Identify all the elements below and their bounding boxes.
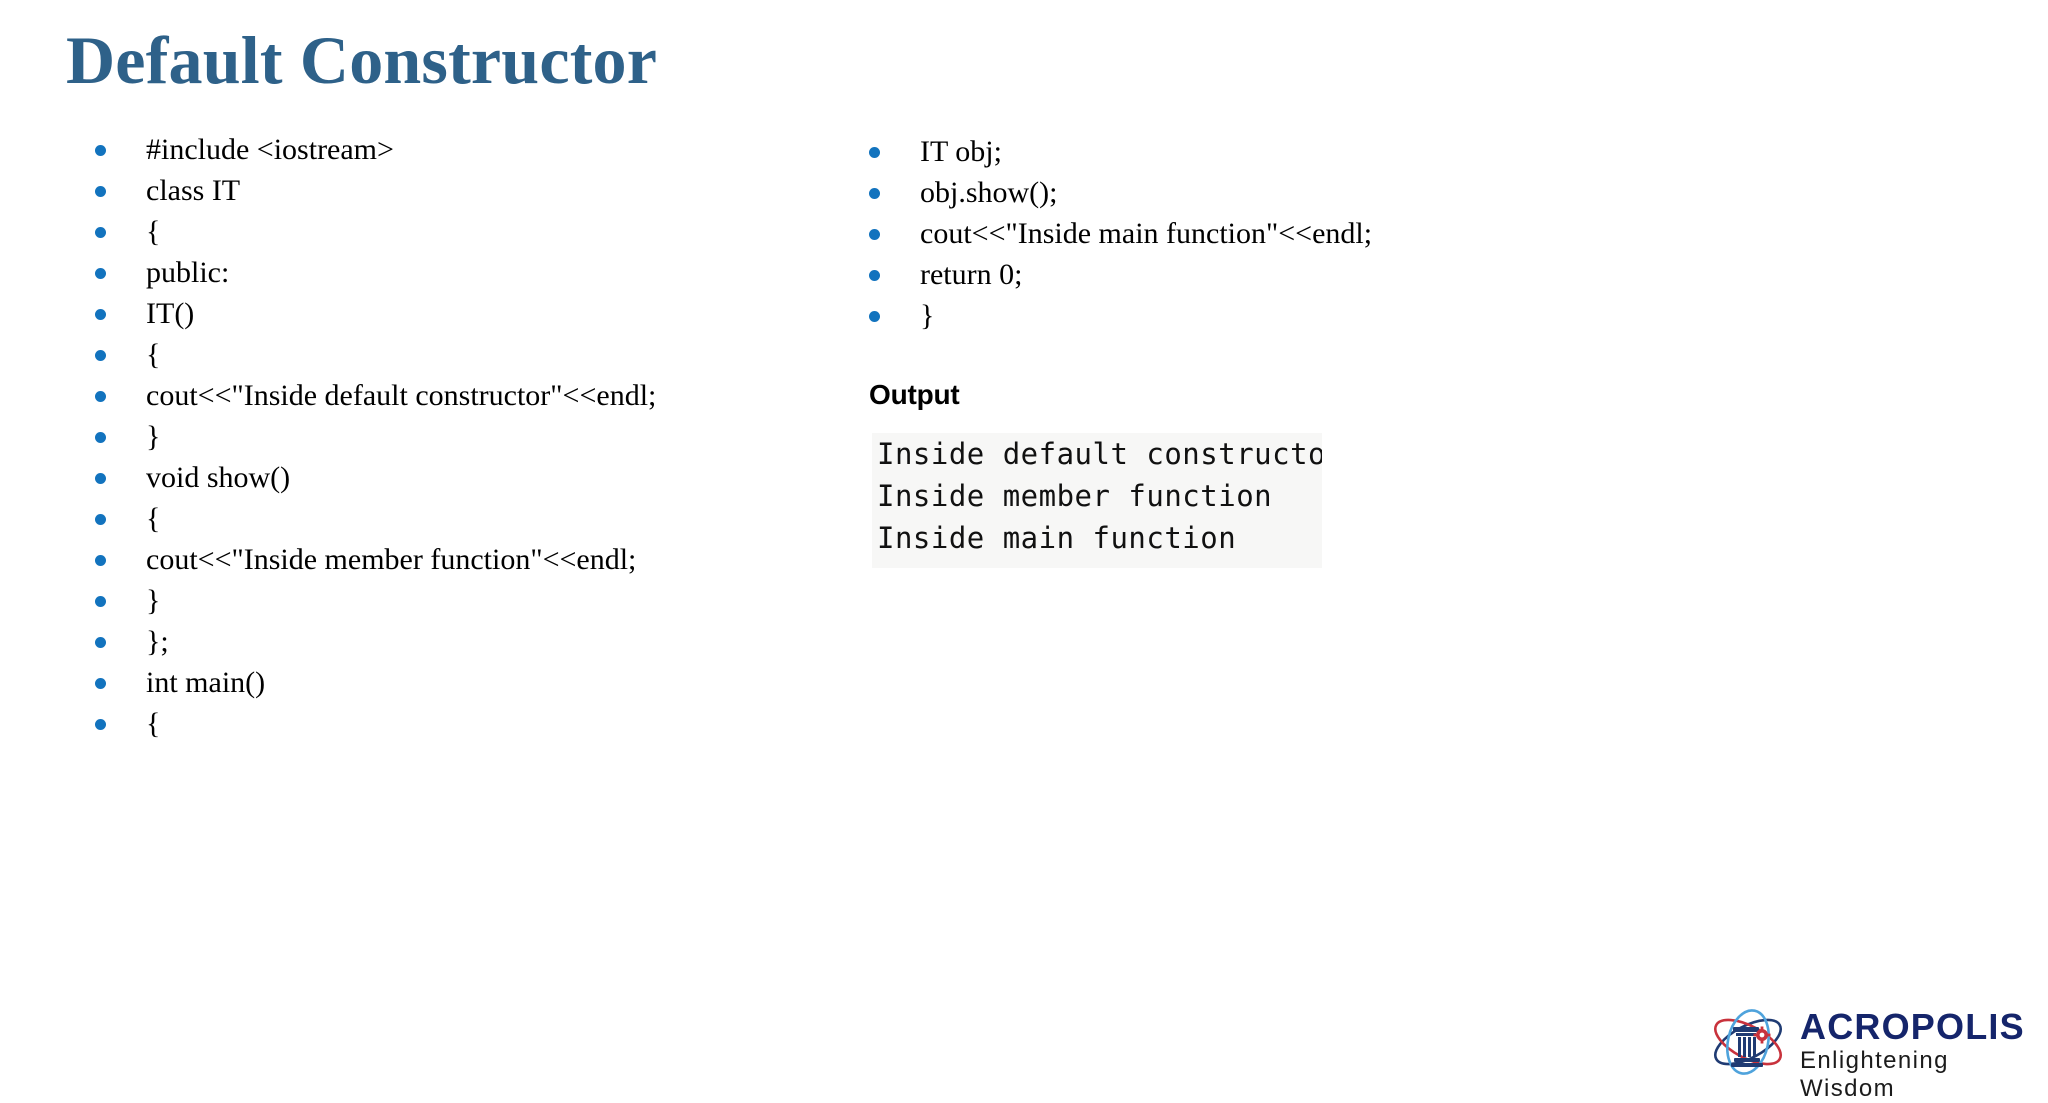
list-item: cout<<"Inside member function"<<endl; [88,539,848,580]
code-line-text: { [146,338,161,371]
code-line-text: { [146,707,161,740]
output-line: Inside member function [877,479,1273,513]
code-line-text: return 0; [920,258,1023,291]
list-item: return 0; [862,254,1622,295]
brand-name: ACROPOLIS [1800,1006,2025,1047]
output-section-label: Output [869,379,960,410]
bullet-dot-icon [95,390,106,402]
bullet-dot-icon [869,187,880,199]
bullet-dot-icon [869,228,880,240]
acropolis-orbit-column-icon [1714,1009,1782,1075]
code-line-text: cout<<"Inside member function"<<endl; [146,543,637,576]
code-line-text: } [920,299,935,332]
bullet-dot-icon [869,269,880,281]
bullet-dot-icon [95,267,106,279]
code-line-text: public: [146,256,230,289]
code-line-text: }; [146,625,169,658]
list-item: public: [88,252,848,293]
code-line-text: } [146,584,161,617]
list-item: { [88,211,848,252]
acropolis-wordmark: ACROPOLIS Enlightening Wisdom [1800,1008,2040,1103]
code-line-text: void show() [146,461,291,494]
bullet-dot-icon [95,718,106,730]
list-item: { [88,703,848,744]
code-line-text: IT obj; [920,135,1002,168]
bullet-dot-icon [95,554,106,566]
code-line-text: IT() [146,297,195,330]
bullet-dot-icon [95,144,106,156]
code-line-text: class IT [146,174,241,207]
list-item: #include <iostream> [88,129,848,170]
list-item: } [862,295,1622,336]
list-item: int main() [88,662,848,703]
bullet-dot-icon [869,310,880,322]
list-item: IT obj; [862,131,1622,172]
brand-tagline: Enlightening Wisdom [1800,1047,1949,1102]
list-item: cout<<"Inside default constructor"<<endl… [88,375,848,416]
list-item: { [88,498,848,539]
list-item: IT() [88,293,848,334]
output-line: Inside main function [877,521,1237,555]
page-title: Default Constructor [66,22,658,98]
code-line-text: #include <iostream> [146,133,394,166]
code-line-text: } [146,420,161,453]
bullet-dot-icon [95,308,106,320]
output-line: Inside default constructor [877,437,1322,471]
code-list-right: IT obj; obj.show(); cout<<"Inside main f… [862,131,1622,336]
code-line-text: cout<<"Inside default constructor"<<endl… [146,379,657,412]
bullet-dot-icon [95,513,106,525]
bullet-dot-icon [869,146,880,158]
code-line-text: cout<<"Inside main function"<<endl; [920,217,1373,250]
list-item: obj.show(); [862,172,1622,213]
list-item: cout<<"Inside main function"<<endl; [862,213,1622,254]
list-item: } [88,580,848,621]
code-line-text: obj.show(); [920,176,1058,209]
output-console-block: Inside default constructor Inside member… [872,433,1322,568]
bullet-dot-icon [95,349,106,361]
acropolis-logo: ACROPOLIS Enlightening Wisdom [1700,1002,2040,1102]
bullet-dot-icon [95,226,106,238]
bullet-dot-icon [95,431,106,443]
code-line-text: { [146,215,161,248]
list-item: { [88,334,848,375]
code-list-left: #include <iostream> class IT { public: I… [88,129,848,744]
list-item: class IT [88,170,848,211]
bullet-dot-icon [95,185,106,197]
code-line-text: int main() [146,666,266,699]
bullet-dot-icon [95,677,106,689]
bullet-dot-icon [95,595,106,607]
list-item: void show() [88,457,848,498]
list-item: } [88,416,848,457]
list-item: }; [88,621,848,662]
bullet-dot-icon [95,472,106,484]
code-line-text: { [146,502,161,535]
bullet-dot-icon [95,636,106,648]
